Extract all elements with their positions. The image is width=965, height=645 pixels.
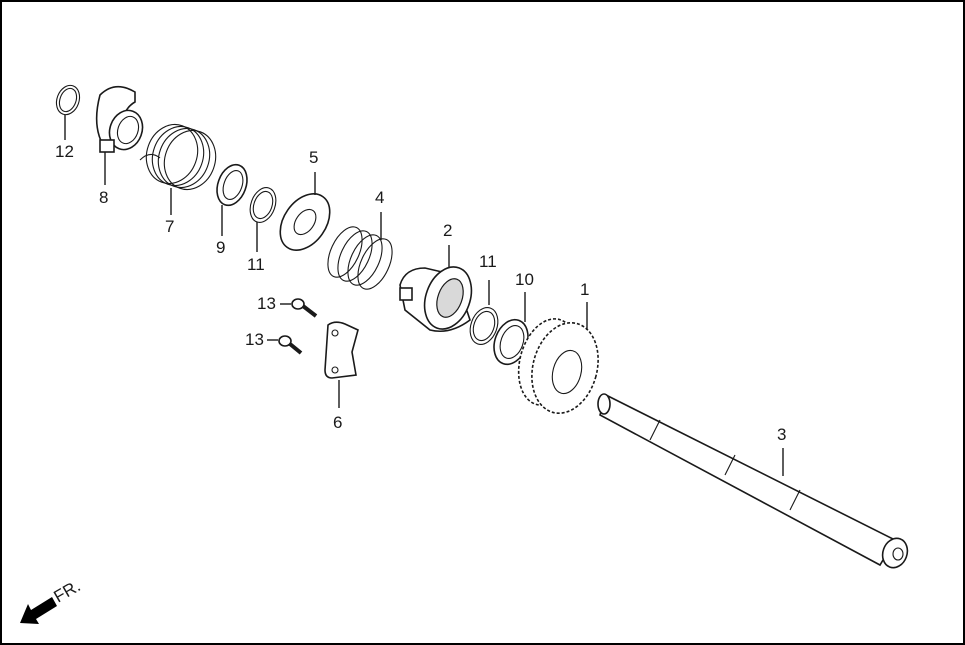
washer-5	[279, 172, 331, 251]
spring-4	[327, 212, 393, 290]
callout-13-lower: 13	[245, 330, 264, 349]
circlip-11-left	[249, 187, 277, 252]
callout-1: 1	[580, 280, 589, 299]
bolt-13-lower	[267, 335, 303, 355]
callout-5: 5	[309, 148, 318, 167]
callout-6: 6	[333, 413, 342, 432]
circlip-11-right	[469, 280, 499, 345]
callout-8: 8	[99, 188, 108, 207]
ratchet-2	[399, 245, 473, 333]
callout-11-left: 11	[247, 255, 265, 274]
circlip-12	[55, 84, 81, 140]
callout-13-upper: 13	[257, 294, 276, 313]
collar-8	[95, 85, 144, 185]
callout-12: 12	[55, 142, 74, 161]
bolt-13-upper	[280, 298, 318, 318]
shaft-3	[597, 393, 909, 569]
arrow-down-left-icon	[20, 597, 57, 624]
plate-6	[324, 321, 359, 408]
callout-9: 9	[216, 238, 225, 257]
gear-1	[517, 302, 599, 414]
callout-10: 10	[515, 270, 534, 289]
callout-11-right: 11	[479, 252, 497, 271]
front-direction-indicator: FR.	[20, 576, 84, 624]
callout-7: 7	[165, 217, 174, 236]
callout-2: 2	[443, 221, 452, 240]
fr-label: FR.	[51, 576, 84, 606]
callout-3: 3	[777, 425, 786, 444]
spring-7	[139, 123, 217, 215]
washer-9	[216, 163, 248, 236]
callout-4: 4	[375, 188, 384, 207]
